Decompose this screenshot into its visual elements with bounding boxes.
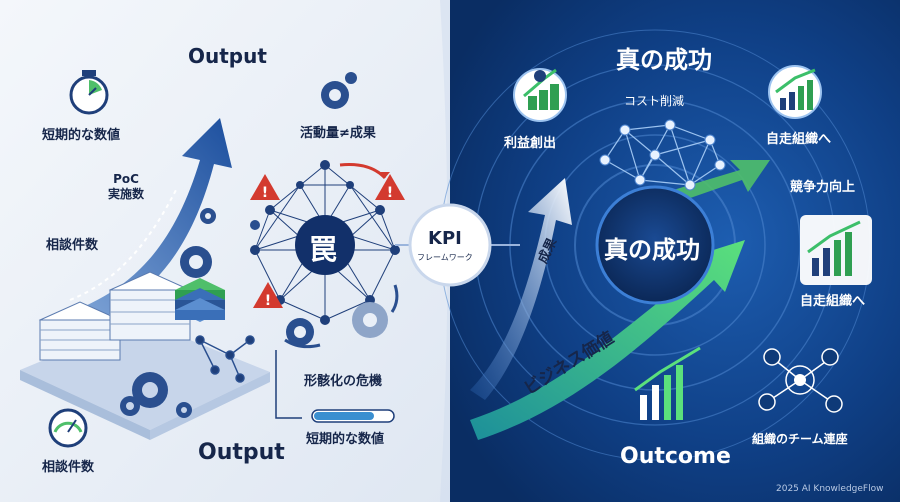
autonomy-label-mid: 自走組織へ: [800, 294, 866, 309]
short-term-bottom-label: 短期的な数値: [306, 432, 385, 447]
outcome-label: Outcome: [620, 444, 731, 469]
kpi-badge: [408, 203, 492, 287]
network-icon: [195, 335, 255, 383]
stopwatch-label: 短期的な数値: [42, 128, 121, 143]
dollar-coins-icon: [513, 68, 567, 122]
stopwatch-icon: [69, 70, 109, 115]
growth-chart-icon: [768, 65, 822, 119]
left-title-top: Output: [188, 44, 267, 68]
autonomy-label-top: 自走組織へ: [766, 132, 832, 147]
outcome-chart-icon: [634, 346, 701, 420]
kpi-title: KPI: [428, 228, 462, 249]
copyright: 2025 AI KnowledgeFlow: [776, 484, 884, 494]
activity-label: 活動量≠成果: [300, 126, 376, 141]
bar-chart-icon: [800, 215, 872, 285]
results-arrow: [470, 178, 572, 400]
trap-core: [295, 215, 355, 275]
consult-label-mid: 相談件数: [46, 238, 99, 253]
svg-text:!: !: [387, 185, 393, 201]
right-title-top: 真の成功: [616, 46, 712, 74]
competitive-label: 競争力向上: [790, 180, 856, 195]
gear-icon: [250, 72, 388, 346]
success-center-label: 真の成功: [604, 236, 700, 264]
consult-label-bottom: 相談件数: [42, 460, 95, 475]
short-term-progress-bar: [311, 409, 395, 423]
svg-text:!: !: [262, 185, 268, 201]
cost-label: コスト削減: [624, 94, 685, 108]
connector-line: [275, 350, 302, 419]
warning-icon: [250, 174, 405, 308]
trap-label: 罠: [309, 233, 338, 266]
poc-label: PoC 実施数: [108, 172, 145, 201]
team-label: 組織のチーム連座: [752, 432, 848, 446]
kpi-subtitle: フレームワーク: [417, 253, 473, 262]
profit-label: 利益創出: [504, 136, 557, 151]
formalization-label: 形骸化の危機: [304, 374, 383, 389]
team-network-icon: [758, 348, 843, 413]
svg-text:!: !: [265, 293, 271, 309]
gauge-icon: [48, 408, 88, 448]
success-network-nodes: [599, 119, 726, 191]
success-network: [604, 124, 721, 186]
stack-layers-icon: [175, 278, 225, 322]
left-title-bottom: Output: [198, 440, 285, 465]
gear-icon: [120, 208, 216, 418]
success-core: [595, 185, 715, 305]
